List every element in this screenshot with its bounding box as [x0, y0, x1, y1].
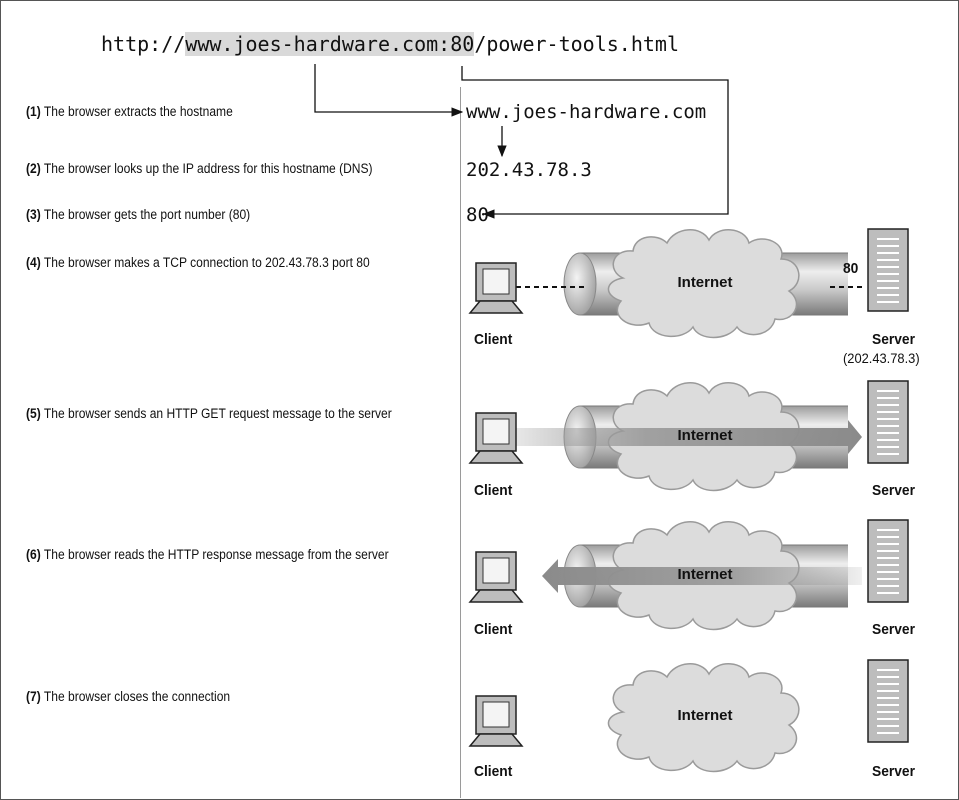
step-7-text: The browser closes the connection [43, 689, 231, 704]
url-path: /power-tools.html [474, 32, 680, 56]
step-3-number: (3) [26, 207, 41, 222]
ip-value: 202.43.78.3 [466, 159, 592, 181]
column-divider [460, 87, 461, 798]
request-url: http://www.joes-hardware.com:80/power-to… [101, 30, 679, 58]
step-5-text: The browser sends an HTTP GET request me… [43, 406, 392, 421]
step-3: (3) The browser gets the port number (80… [26, 207, 250, 222]
step-4: (4) The browser makes a TCP connection t… [26, 255, 370, 270]
step-6: (6) The browser reads the HTTP response … [26, 547, 389, 562]
step-5-number: (5) [26, 406, 41, 421]
internet-label-7: Internet [677, 707, 733, 724]
step-2-text: The browser looks up the IP address for … [43, 161, 373, 176]
port-value: 80 [466, 204, 489, 226]
step-7-number: (7) [26, 689, 41, 704]
internet-label-4: Internet [677, 274, 733, 291]
server-label-5: Server [872, 482, 915, 499]
hostname-value: www.joes-hardware.com [466, 101, 707, 123]
client-label-6: Client [474, 621, 513, 638]
internet-label-5: Internet [677, 427, 733, 444]
client-label-5: Client [474, 482, 513, 499]
step-2-number: (2) [26, 161, 41, 176]
url-colon: : [438, 32, 451, 56]
port-arrow [461, 66, 729, 219]
step-6-text: The browser reads the HTTP response mess… [43, 547, 389, 562]
row-5-graphics [469, 380, 909, 492]
step-5: (5) The browser sends an HTTP GET reques… [26, 406, 392, 421]
step-3-text: The browser gets the port number (80) [43, 207, 251, 222]
step-1: (1) The browser extracts the hostname [26, 104, 233, 119]
step-1-number: (1) [26, 104, 41, 119]
url-port: 80 [450, 32, 475, 56]
step-7: (7) The browser closes the connection [26, 689, 230, 704]
url-scheme: http:// [101, 32, 186, 56]
step-1-text: The browser extracts the hostname [43, 104, 233, 119]
port-tag: 80 [843, 260, 859, 277]
row-4-graphics [469, 228, 909, 339]
server-label-6: Server [872, 621, 915, 638]
url-host: www.joes-hardware.com [185, 32, 439, 56]
server-label-4: Server [872, 331, 915, 348]
internet-label-6: Internet [677, 566, 733, 583]
client-label-4: Client [474, 331, 513, 348]
row-6-graphics [469, 519, 909, 631]
server-ip-label: (202.43.78.3) [843, 350, 920, 366]
hostname-arrow [314, 64, 464, 117]
step-2: (2) The browser looks up the IP address … [26, 161, 373, 176]
step-6-number: (6) [26, 547, 41, 562]
client-label-7: Client [474, 763, 513, 780]
server-label-7: Server [872, 763, 915, 780]
step-4-number: (4) [26, 255, 41, 270]
step-4-text: The browser makes a TCP connection to 20… [43, 255, 370, 270]
